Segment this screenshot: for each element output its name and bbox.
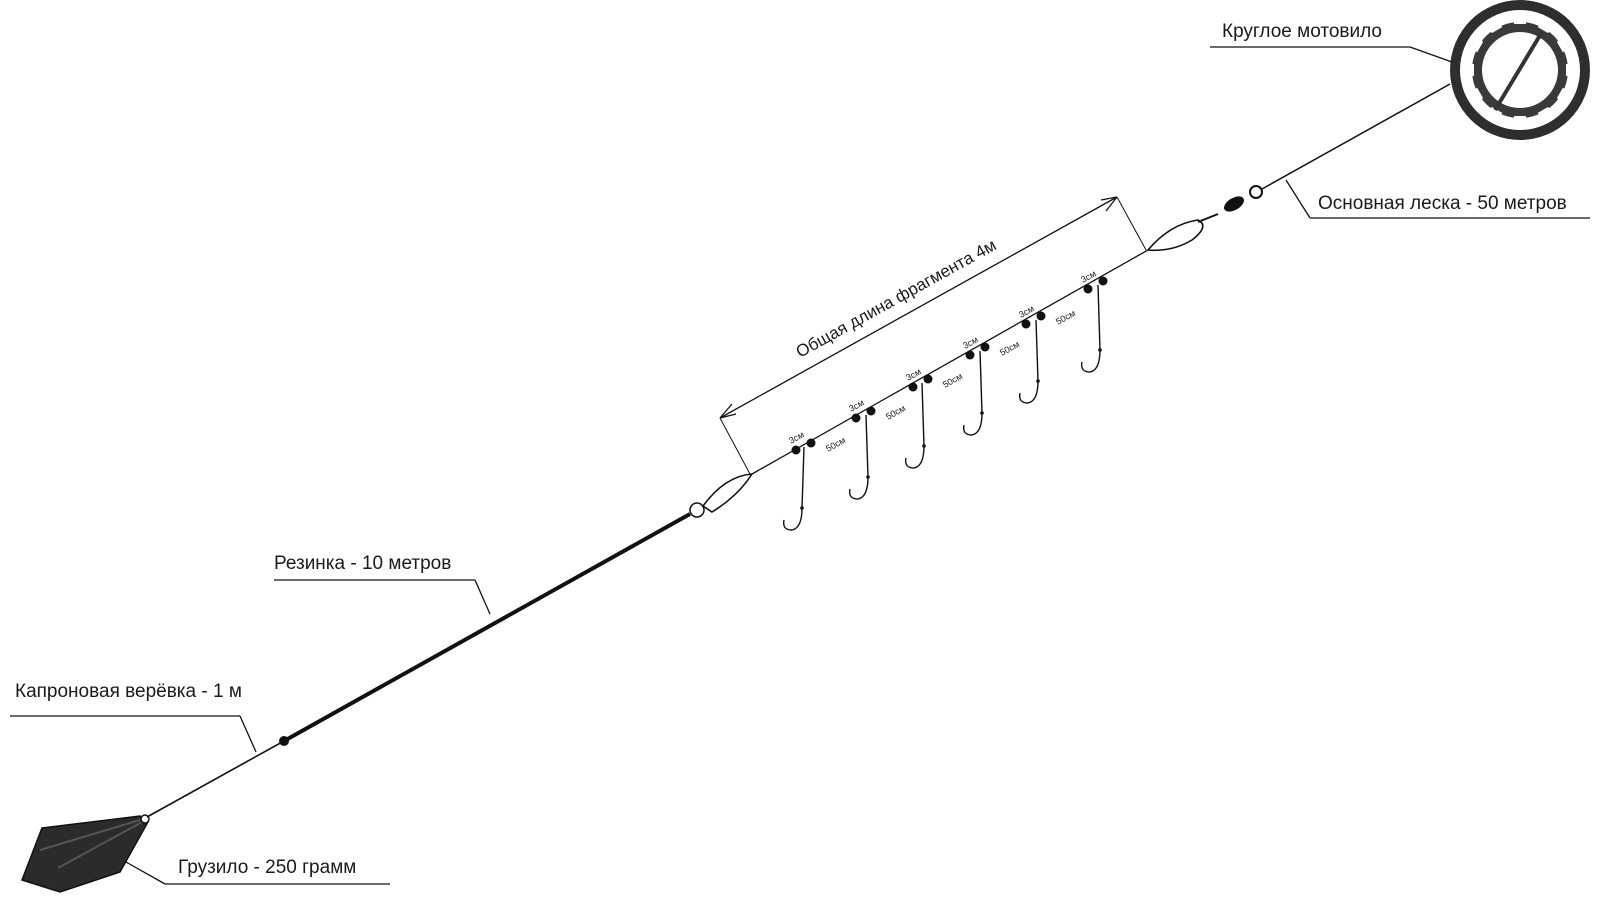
hook-group-4	[962, 342, 990, 436]
hook-group-6	[1080, 276, 1108, 373]
spacing-label-2: 50см	[884, 403, 907, 422]
main-line	[1261, 83, 1451, 190]
hook-group-2	[848, 406, 876, 500]
round-reel-icon	[1450, 0, 1590, 140]
rope-line	[146, 740, 285, 818]
hook-group-5	[1018, 311, 1046, 404]
fragment-dimension	[719, 196, 1147, 475]
hook-group-3	[904, 374, 933, 469]
gap-label-4: 3см	[961, 334, 980, 350]
gap-label-3: 3см	[904, 366, 923, 382]
hook-group-1	[782, 438, 816, 531]
rope-label: Капроновая верёвка - 1 м	[15, 681, 242, 702]
gap-label-6: 3см	[1079, 268, 1098, 284]
spacing-label-5: 50см	[1054, 308, 1077, 327]
gap-label-5: 3см	[1017, 303, 1036, 319]
reel-label: Круглое мотовило	[1222, 21, 1382, 42]
main-line-label: Основная леска - 50 метров	[1318, 193, 1567, 214]
sinker-label: Грузило - 250 грамм	[178, 857, 356, 878]
lower-loop-connector	[689, 473, 754, 518]
spacing-label-1: 50см	[824, 435, 847, 454]
swivel-icon	[1224, 185, 1263, 212]
elastic-label: Резинка - 10 метров	[274, 553, 451, 574]
working-line	[751, 249, 1149, 475]
elastic-line	[283, 512, 691, 743]
gap-label-1: 3см	[787, 429, 806, 445]
spacing-label-4: 50см	[998, 339, 1021, 358]
sinker-icon	[21, 814, 150, 893]
spacing-label-3: 50см	[941, 371, 964, 390]
upper-loop-connector	[1146, 213, 1219, 252]
